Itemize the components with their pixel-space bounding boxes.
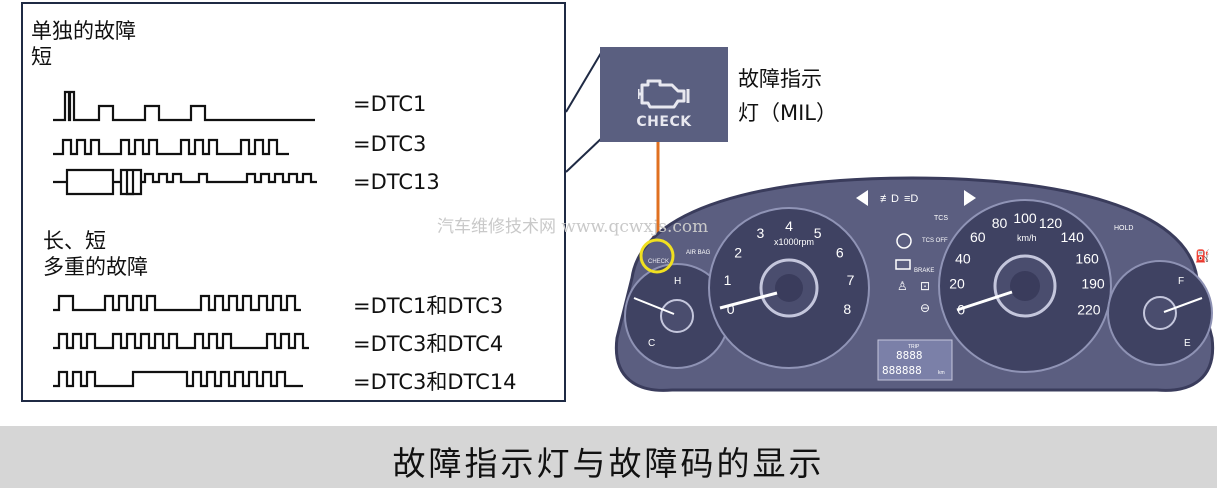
odo-unit: km <box>938 370 945 376</box>
temp-hot-label: H <box>674 276 681 287</box>
code-dtc1-dtc3: =DTC1和DTC3 <box>353 294 504 318</box>
long-short-heading: 长、短 <box>43 229 106 253</box>
hold-label: HOLD <box>1114 225 1133 232</box>
tach-tick-3: 3 <box>757 225 765 241</box>
speed-tick-190: 190 <box>1081 276 1105 292</box>
caption-bar <box>0 426 1217 488</box>
callout-lines <box>565 47 605 173</box>
tach-tick-6: 6 <box>836 244 844 260</box>
odometer-readout: 888888 <box>882 364 922 377</box>
tach-tick-1: 1 <box>724 272 732 288</box>
figure-caption: 故障指示灯与故障码的显示 <box>392 444 825 483</box>
mil-label-line1: 故障指示 <box>738 67 822 91</box>
mil-highlight-circle <box>639 238 675 274</box>
airbag-label: AIR BAG <box>686 250 711 256</box>
short-label: 短 <box>31 45 52 69</box>
temp-cold-label: C <box>648 338 655 349</box>
car-icon: ⊖ <box>920 301 930 315</box>
right-turn-icon <box>964 190 976 206</box>
speed-tick-20: 20 <box>949 276 965 292</box>
speed-tick-120: 120 <box>1039 215 1063 231</box>
tcs-off-label: TCS OFF <box>922 238 948 244</box>
waveform-dtc1 <box>53 90 315 122</box>
trip-label: TRIP <box>908 344 920 350</box>
left-turn-icon <box>856 190 868 206</box>
small-check-label: CHECK <box>648 259 669 265</box>
fuel-empty-label: E <box>1184 338 1191 349</box>
code-dtc1: =DTC1 <box>353 92 427 116</box>
speed-tick-100: 100 <box>1013 210 1037 226</box>
speed-tick-40: 40 <box>955 250 971 266</box>
tach-tick-4: 4 <box>785 218 793 234</box>
mil-label-line2: 灯（MIL） <box>738 101 838 125</box>
waveform-dtc3 <box>53 138 289 156</box>
engine-check-icon <box>638 79 690 109</box>
door-icon: ⊡ <box>920 279 930 293</box>
code-dtc3-dtc14: =DTC3和DTC14 <box>353 370 517 394</box>
battery-icon <box>895 259 911 270</box>
trip-readout: 8888 <box>896 349 923 362</box>
waveform-dtc3-dtc14 <box>53 370 303 388</box>
mil-enlarged-box: CHECK <box>600 47 728 142</box>
waveform-dtc13 <box>53 168 317 196</box>
speed-tick-80: 80 <box>992 215 1008 231</box>
tach-tick-7: 7 <box>847 272 855 288</box>
tcs-label: TCS <box>934 215 948 222</box>
tach-tick-8: 8 <box>843 301 851 317</box>
speed-tick-0: 0 <box>957 301 965 317</box>
tach-unit: x1000rpm <box>774 237 814 247</box>
code-dtc3-dtc4: =DTC3和DTC4 <box>353 332 504 356</box>
tach-tick-5: 5 <box>814 225 822 241</box>
dtc-pattern-panel: 单独的故障 短 =DTC1 =DTC3 =DTC13 长、短 多重的故障 =DT… <box>21 2 566 402</box>
code-dtc13: =DTC13 <box>353 170 440 194</box>
fuel-full-label: F <box>1178 276 1184 287</box>
headlight-icon: ≡D <box>904 193 918 205</box>
code-dtc3: =DTC3 <box>353 132 427 156</box>
speed-tick-160: 160 <box>1075 250 1099 266</box>
speed-unit: km/h <box>1017 233 1037 243</box>
single-fault-heading: 单独的故障 <box>31 19 136 43</box>
fuel-pump-icon: ⛽ <box>1195 249 1210 263</box>
check-label: CHECK <box>636 114 692 130</box>
brake-label: BRAKE <box>914 268 934 274</box>
waveform-dtc3-dtc4 <box>53 332 309 350</box>
mil-label: 故障指示 灯（MIL） <box>738 62 837 130</box>
lcd-display <box>877 339 953 381</box>
multi-fault-heading: 多重的故障 <box>43 255 148 279</box>
watermark: 汽车维修技术网 www.qcwxjs.com <box>437 217 709 237</box>
abs-icon <box>896 233 912 249</box>
speed-tick-60: 60 <box>970 229 986 245</box>
fog-light-icon: ≢D <box>880 193 899 205</box>
waveform-dtc1-dtc3 <box>53 294 301 312</box>
seatbelt-icon: ♙ <box>897 279 908 293</box>
speed-tick-140: 140 <box>1061 229 1085 245</box>
speed-tick-220: 220 <box>1077 301 1101 317</box>
tach-tick-0: 0 <box>727 301 735 317</box>
tach-tick-2: 2 <box>734 244 742 260</box>
